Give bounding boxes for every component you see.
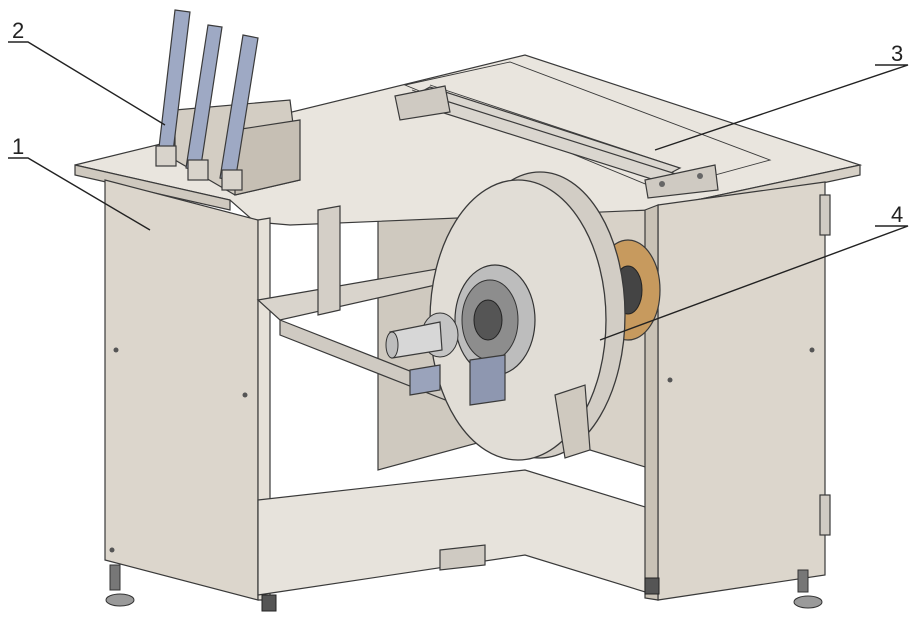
callout-3: 3: [891, 41, 903, 66]
hub-and-shaft: [385, 264, 536, 406]
leveling-feet: [105, 564, 823, 612]
callout-4: 4: [891, 202, 903, 227]
roller-assembly: [394, 61, 772, 199]
clamp-levers: [155, 9, 259, 191]
callout-2: 2: [12, 18, 24, 43]
callout-1: 1: [12, 134, 24, 159]
right-side-panel: [644, 181, 831, 601]
callout-leaders: [8, 41, 909, 341]
left-side-panel: [104, 179, 271, 601]
bottom-frame: [257, 469, 656, 596]
